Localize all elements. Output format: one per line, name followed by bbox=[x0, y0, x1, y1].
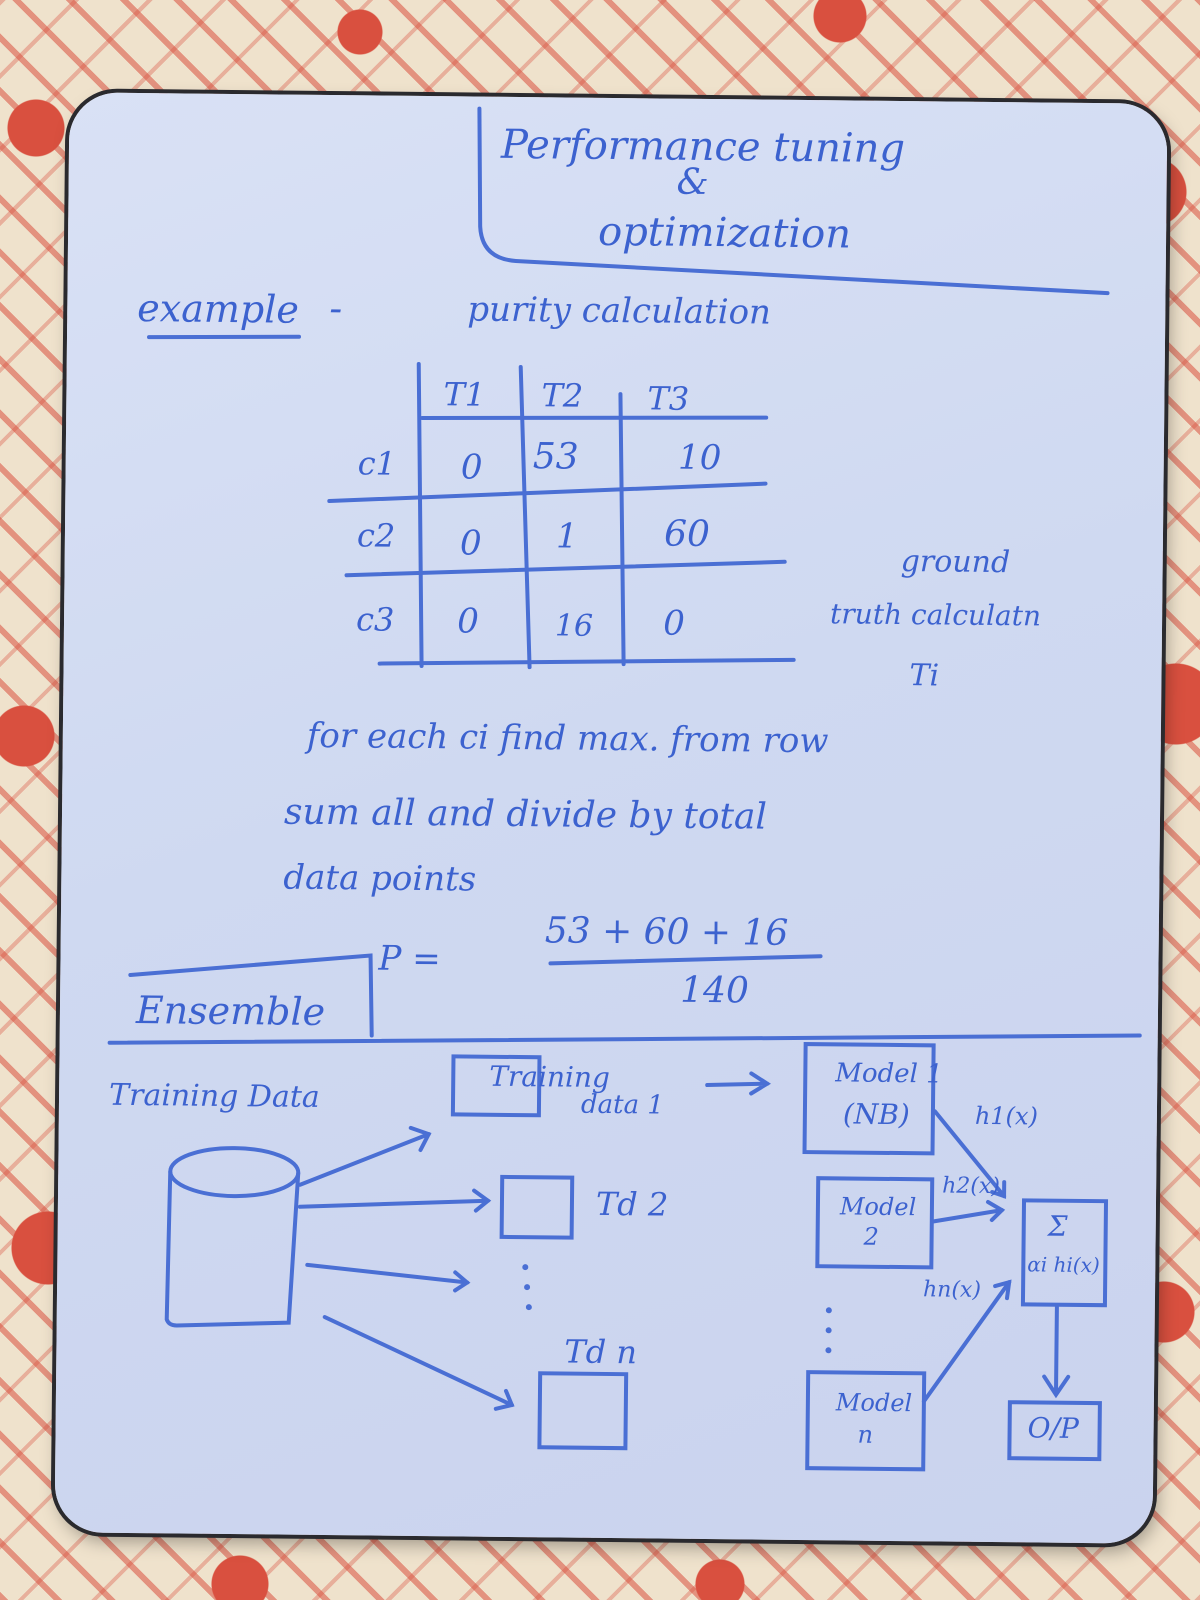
sum-expression: αi hi(x) bbox=[1027, 1252, 1100, 1278]
table-header-t1: T1 bbox=[443, 375, 486, 414]
data-split-arrows bbox=[297, 1125, 515, 1411]
table-cell-c3-t1: 0 bbox=[457, 601, 480, 642]
example-dash: - bbox=[329, 286, 343, 331]
board-drawing-layer bbox=[107, 106, 1142, 1472]
output-label: O/P bbox=[1027, 1411, 1080, 1445]
model-box-2 bbox=[815, 1176, 935, 1270]
model-box-1 bbox=[802, 1042, 936, 1156]
h2-label: h2(x) bbox=[942, 1173, 1001, 1200]
hn-label: hn(x) bbox=[922, 1277, 982, 1303]
sum-symbol: Σ bbox=[1047, 1209, 1068, 1243]
example-topic: purity calculation bbox=[467, 289, 772, 333]
training-ellipsis bbox=[522, 1264, 532, 1311]
sum-box bbox=[1020, 1198, 1109, 1308]
output-box bbox=[1007, 1400, 1102, 1462]
table-header-t2: T2 bbox=[541, 376, 584, 415]
formula-numerator: 53 + 60 + 16 bbox=[544, 910, 789, 954]
title-ampersand: & bbox=[676, 161, 709, 203]
table-header-t3: T3 bbox=[647, 379, 690, 418]
table-cell-c3-t3: 0 bbox=[663, 603, 686, 644]
training-box-2 bbox=[499, 1174, 575, 1240]
table-cell-c2-t1: 0 bbox=[459, 523, 482, 564]
table-cell-c1-t2: 53 bbox=[532, 436, 579, 478]
td1-label-line-1: Training bbox=[489, 1059, 611, 1095]
purity-table-grid bbox=[327, 361, 796, 670]
modeln-label-line-1: Model bbox=[835, 1388, 913, 1418]
model2-label-line-1: Model bbox=[839, 1192, 917, 1222]
model-to-sum-arrows bbox=[921, 1109, 1071, 1404]
fraction-bar bbox=[548, 954, 823, 966]
example-label: example bbox=[137, 286, 300, 332]
database-icon bbox=[164, 1146, 301, 1328]
formula-denominator: 140 bbox=[679, 969, 750, 1012]
table-cell-c3-t2: 16 bbox=[554, 608, 594, 644]
table-row-label-c1: c1 bbox=[357, 444, 397, 483]
instruction-line-2: sum all and divide by total bbox=[283, 791, 768, 838]
table-cell-c1-t3: 10 bbox=[677, 437, 722, 479]
table-cell-c2-t2: 1 bbox=[555, 516, 578, 557]
section-divider bbox=[107, 1033, 1142, 1045]
whiteboard: Performance tuning & optimization exampl… bbox=[54, 92, 1168, 1544]
note-line-1: ground bbox=[900, 544, 1011, 581]
model-ellipsis bbox=[825, 1307, 832, 1354]
title-bracket bbox=[477, 106, 1110, 296]
training-box-1 bbox=[450, 1054, 542, 1118]
model2-label-line-2: 2 bbox=[863, 1222, 880, 1251]
arrow-to-model1 bbox=[705, 1071, 772, 1096]
table-row-label-c3: c3 bbox=[355, 600, 395, 639]
tdn-label: Td n bbox=[564, 1332, 638, 1372]
training-box-n bbox=[537, 1371, 629, 1451]
h1-label: h1(x) bbox=[974, 1101, 1039, 1131]
modeln-label-line-2: n bbox=[857, 1420, 874, 1449]
td2-label: Td 2 bbox=[595, 1184, 669, 1224]
table-cell-c2-t3: 60 bbox=[663, 513, 711, 556]
ensemble-label: Ensemble bbox=[135, 988, 326, 1035]
td1-label-line-2: data 1 bbox=[580, 1089, 665, 1121]
formula-lhs: P = bbox=[378, 938, 441, 980]
instruction-line-1: for each ci find max. from row bbox=[306, 715, 829, 762]
table-row-label-c2: c2 bbox=[356, 516, 396, 555]
model1-label-line-1: Model 1 bbox=[835, 1058, 943, 1090]
model-box-n bbox=[805, 1370, 927, 1472]
note-line-2: truth calculatn bbox=[829, 597, 1042, 633]
title-line-2: optimization bbox=[597, 208, 852, 258]
ensemble-box bbox=[128, 953, 374, 1038]
training-data-label: Training Data bbox=[108, 1077, 320, 1115]
instruction-line-3: data points bbox=[283, 857, 477, 900]
example-underline bbox=[147, 334, 302, 340]
note-line-3: Ti bbox=[909, 658, 940, 694]
model1-label-line-2: (NB) bbox=[842, 1097, 911, 1132]
